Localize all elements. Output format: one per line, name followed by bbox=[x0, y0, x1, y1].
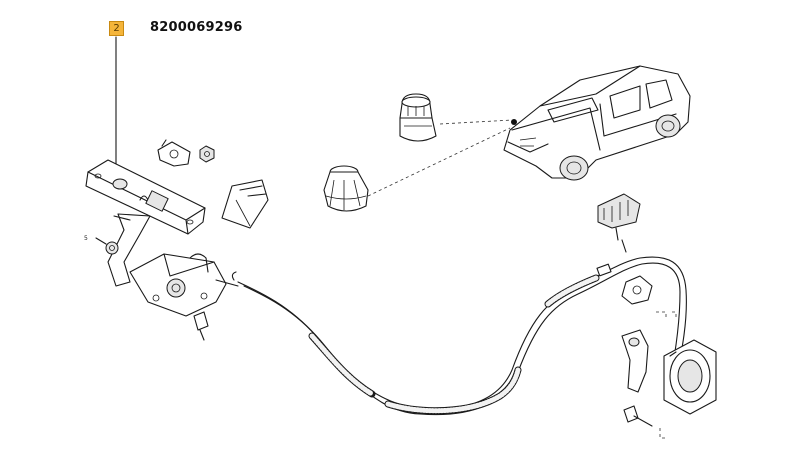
lock-bracket[interactable] bbox=[129, 253, 239, 317]
cover-plate bbox=[221, 179, 269, 229]
callout-badge[interactable]: 2 bbox=[109, 21, 124, 36]
bump-stop-lower bbox=[323, 165, 369, 212]
retaining-clip bbox=[157, 139, 191, 167]
small-label: 5 bbox=[84, 235, 88, 242]
cable-connector-block bbox=[597, 193, 641, 253]
car-illustration bbox=[503, 65, 691, 181]
release-lever-assembly[interactable] bbox=[85, 159, 206, 287]
release-handle[interactable] bbox=[621, 329, 649, 393]
bump-stop-upper bbox=[399, 93, 437, 142]
handle-housing[interactable] bbox=[663, 339, 717, 415]
release-cable bbox=[231, 256, 687, 416]
nut bbox=[199, 145, 215, 163]
bolt-lower-left bbox=[193, 311, 209, 341]
cable-clip bbox=[621, 275, 653, 305]
dashed-mark bbox=[659, 428, 666, 439]
screw-lower-right bbox=[623, 405, 653, 427]
dashed-bracket bbox=[656, 311, 677, 320]
leader-lower bbox=[367, 127, 511, 197]
part-number-label: 8200069296 bbox=[150, 20, 243, 35]
leader-upper bbox=[439, 119, 513, 125]
